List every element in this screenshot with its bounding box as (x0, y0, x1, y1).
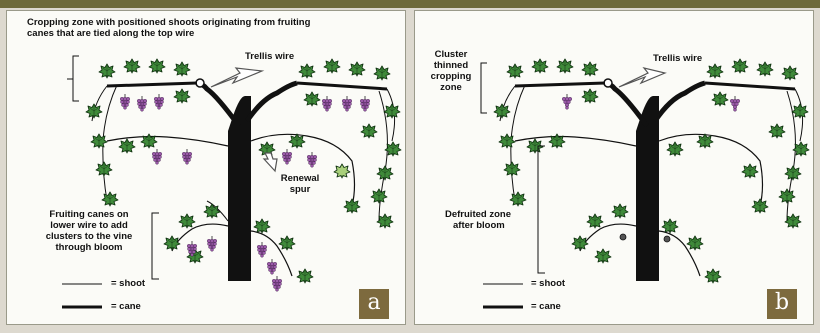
panel-badge-a: a (359, 289, 389, 319)
cropping-zone-bracket (73, 56, 79, 101)
defruited-line1: Defruited zone (445, 209, 511, 220)
top-band (0, 0, 820, 8)
defruited-line2: after bloom (453, 220, 505, 231)
legend-shoot-label-b: = shoot (531, 278, 565, 289)
trellis-wire-post (196, 79, 204, 87)
vine-diagram-a (7, 11, 406, 325)
lower-canes-bracket (152, 213, 159, 279)
legend-shoot-label: = shoot (111, 278, 145, 289)
cluster-line4: zone (423, 82, 479, 93)
renewal-spur-label: Renewal spur (275, 173, 325, 195)
trellis-wire-label-b: Trellis wire (653, 53, 702, 64)
cluster-line3: cropping (423, 71, 479, 82)
panel-a: Cropping zone with positioned shoots ori… (6, 10, 406, 325)
cluster-line1: Cluster (423, 49, 479, 60)
lower-line4: through bloom (29, 242, 149, 253)
defruited-zone-bracket (538, 146, 545, 273)
lower-line3: clusters to the vine (29, 231, 149, 242)
cluster-thinned-label: Cluster thinned cropping zone (423, 49, 479, 93)
cluster-zone-bracket (481, 63, 487, 113)
legend-cane-label-b: = cane (531, 301, 561, 312)
cane-arm-left (197, 83, 239, 126)
top-cane-right (297, 83, 387, 89)
arrow-icon (264, 153, 277, 171)
arrow-icon (619, 68, 665, 87)
cane-arm-right (247, 83, 297, 121)
panel-badge-b: b (767, 289, 797, 319)
panel-a-title-line2: canes that are tied along the top wire (27, 28, 194, 39)
arrow-icon (211, 68, 262, 87)
renewal-line2: spur (275, 184, 325, 195)
cluster-line2: thinned (423, 60, 479, 71)
lower-line2: lower wire to add (29, 220, 149, 231)
trellis-wire-post (604, 79, 612, 87)
trellis-wire-label: Trellis wire (245, 51, 294, 62)
panel-a-title-line1: Cropping zone with positioned shoots ori… (27, 17, 310, 28)
top-cane-left (107, 83, 197, 86)
legend-cane-label: = cane (111, 301, 141, 312)
panel-b: Cluster thinned cropping zone Trellis wi… (414, 10, 814, 325)
lower-line1: Fruiting canes on (29, 209, 149, 220)
renewal-line1: Renewal (275, 173, 325, 184)
fruiting-canes-label: Fruiting canes on lower wire to add clus… (29, 209, 149, 253)
